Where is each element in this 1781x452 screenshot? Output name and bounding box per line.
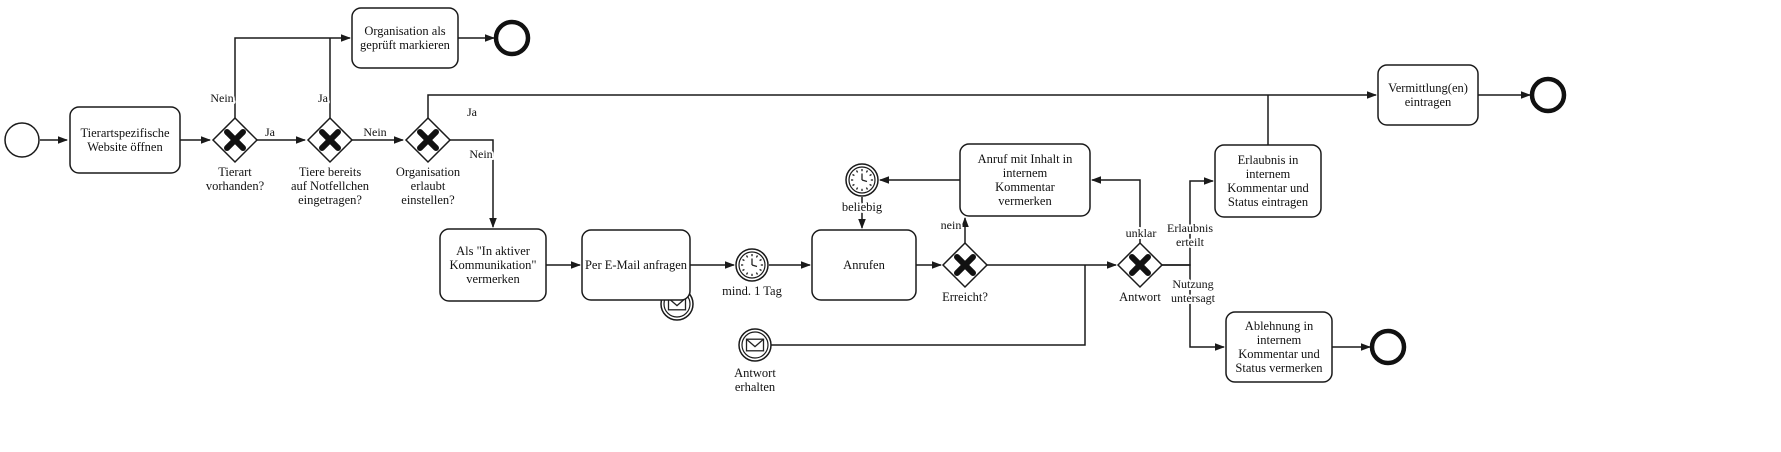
edge-label-listed-yes: Ja — [318, 91, 329, 105]
task-label: vermerken — [466, 272, 520, 286]
gateway-reached — [941, 241, 989, 289]
task-label: internem — [1246, 167, 1291, 181]
gateway-label: eingetragen? — [298, 193, 362, 207]
task-label: Status eintragen — [1228, 195, 1309, 209]
task-label: Erlaubnis in — [1238, 153, 1300, 167]
end-event-rejection — [1369, 328, 1407, 366]
edge-label-usage-forbidden: untersagt — [1171, 291, 1216, 305]
task-label: Kommentar und — [1227, 181, 1309, 195]
task-label: internem — [1257, 333, 1302, 347]
edge-label-permission-granted: erteilt — [1176, 235, 1205, 249]
edge-label-permission-granted: Erlaubnis — [1167, 221, 1213, 235]
task-label: Anrufen — [843, 258, 885, 272]
flow-allowed-no-to-active-communication — [450, 139, 497, 228]
edge-label-allowed-yes: Ja — [467, 105, 478, 119]
gateway-label: Erreicht? — [942, 290, 988, 304]
flow-usage-forbidden — [1162, 264, 1225, 351]
gateway-label: Organisation — [396, 165, 461, 179]
task-label: Organisation als — [364, 24, 445, 38]
task-label: internem — [1003, 166, 1048, 180]
edge-label-reached-no: nein — [941, 218, 962, 232]
flow-answer-unclear — [1091, 176, 1141, 243]
gateway-label: auf Notfellchen — [291, 179, 370, 193]
task-label: Status vermerken — [1235, 361, 1323, 375]
timer-label: mind. 1 Tag — [722, 284, 782, 298]
task-label: Per E-Mail anfragen — [585, 258, 688, 272]
exclusive-x-icon — [954, 254, 976, 276]
task-label: Als "In aktiver — [456, 244, 531, 258]
task-enter-referrals: Vermittlung(en) eintragen — [1377, 64, 1479, 126]
flow-species-no-to-mark-checked — [234, 34, 351, 118]
flow-allowed-yes-to-referrals — [427, 91, 1377, 118]
task-open-website: Tierartspezifische Website öffnen — [69, 106, 181, 174]
gateway-label: einstellen? — [401, 193, 455, 207]
task-label: Website öffnen — [87, 140, 163, 154]
task-label: Kommentar und — [1238, 347, 1320, 361]
edge-label-species-no: Nein — [210, 91, 233, 105]
end-event-org-checked — [493, 19, 531, 57]
timer-label: beliebig — [842, 200, 883, 214]
message-event-label: erhalten — [735, 380, 776, 394]
edge-label-listed-no: Nein — [363, 125, 386, 139]
gateway-label: vorhanden? — [206, 179, 265, 193]
exclusive-x-icon — [1129, 254, 1151, 276]
task-label: Tierartspezifische — [80, 126, 170, 140]
task-note-call-in-comment: Anruf mit Inhalt in internem Kommentar v… — [959, 143, 1091, 217]
message-event-answer-received — [738, 328, 772, 362]
message-event-label: Antwort — [734, 366, 776, 380]
gateway-answer — [1116, 241, 1164, 289]
timer-event-min-one-day — [735, 248, 769, 282]
task-label: Anruf mit Inhalt in — [978, 152, 1074, 166]
edge-label-answer-unclear: unklar — [1126, 226, 1157, 240]
task-label: Kommentar — [995, 180, 1056, 194]
edge-label-species-yes: Ja — [265, 125, 276, 139]
task-label: eintragen — [1405, 95, 1452, 109]
task-note-rejection: Ablehnung in internem Kommentar und Stat… — [1225, 311, 1333, 383]
gateway-org-allows-listing — [404, 116, 452, 164]
exclusive-x-icon — [319, 129, 341, 151]
exclusive-x-icon — [224, 129, 246, 151]
start-event — [4, 122, 40, 158]
task-mark-org-checked: Organisation als geprüft markieren — [351, 7, 459, 69]
gateway-label: Tierart — [218, 165, 252, 179]
task-label: Kommunikation" — [449, 258, 536, 272]
task-email-request: Per E-Mail anfragen — [581, 229, 691, 301]
exclusive-x-icon — [417, 129, 439, 151]
end-event-referrals — [1529, 76, 1567, 114]
gateway-label: Antwort — [1119, 290, 1161, 304]
gateway-label: Tiere bereits — [299, 165, 362, 179]
gateway-species-available — [211, 116, 259, 164]
task-label: Vermittlung(en) — [1388, 81, 1468, 95]
task-note-permission: Erlaubnis in internem Kommentar und Stat… — [1214, 144, 1322, 218]
timer-event-any-time — [845, 163, 879, 197]
task-call: Anrufen — [811, 229, 917, 301]
gateway-label: erlaubt — [411, 179, 446, 193]
task-mark-active-communication: Als "In aktiver Kommunikation" vermerken — [439, 228, 547, 302]
task-label: vermerken — [998, 194, 1052, 208]
task-label: Ablehnung in — [1245, 319, 1314, 333]
edge-label-usage-forbidden: Nutzung — [1172, 277, 1213, 291]
task-label: geprüft markieren — [360, 38, 451, 52]
edge-label-allowed-no: Nein — [469, 147, 492, 161]
flow-answer-received-join — [771, 265, 1086, 346]
gateway-already-listed — [306, 116, 354, 164]
